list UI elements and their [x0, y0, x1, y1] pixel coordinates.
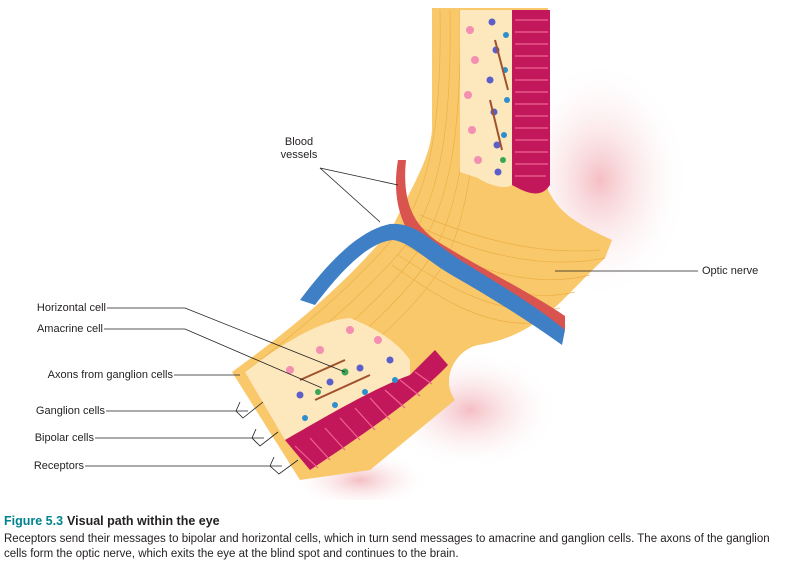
vein — [300, 223, 565, 345]
label-ganglion-cells: Ganglion cells — [35, 405, 105, 417]
label-axons-from-ganglion-cells: Axons from ganglion cells — [47, 369, 173, 381]
eye-diagram — [85, 8, 698, 500]
lower-receptor-stripes — [294, 371, 433, 469]
label-amacrine-cell: Amacrine cell — [36, 323, 103, 335]
label-bipolar-cells: Bipolar cells — [34, 432, 94, 444]
upper-receptor-stripes — [515, 19, 548, 177]
label-blood-vessels: Blood vessels — [270, 136, 328, 162]
label-blood-vessels-line2: vessels — [280, 149, 318, 161]
leader-lines — [85, 167, 698, 475]
upper-retina-cells — [464, 18, 510, 176]
label-optic-nerve: Optic nerve — [702, 265, 759, 277]
label-receptors: Receptors — [33, 460, 84, 472]
figure-caption-body: Receptors send their messages to bipolar… — [4, 533, 770, 560]
label-horizontal-cell: Horizontal cell — [36, 302, 106, 314]
figure-number: Figure 5.3 — [4, 514, 64, 528]
figure-title: Visual path within the eye — [67, 514, 220, 528]
upper-receptor-layer — [512, 10, 550, 194]
lower-retina-cells — [286, 326, 398, 421]
lower-receptor-layer — [285, 350, 448, 470]
label-blood-vessels-line1: Blood — [284, 136, 314, 148]
